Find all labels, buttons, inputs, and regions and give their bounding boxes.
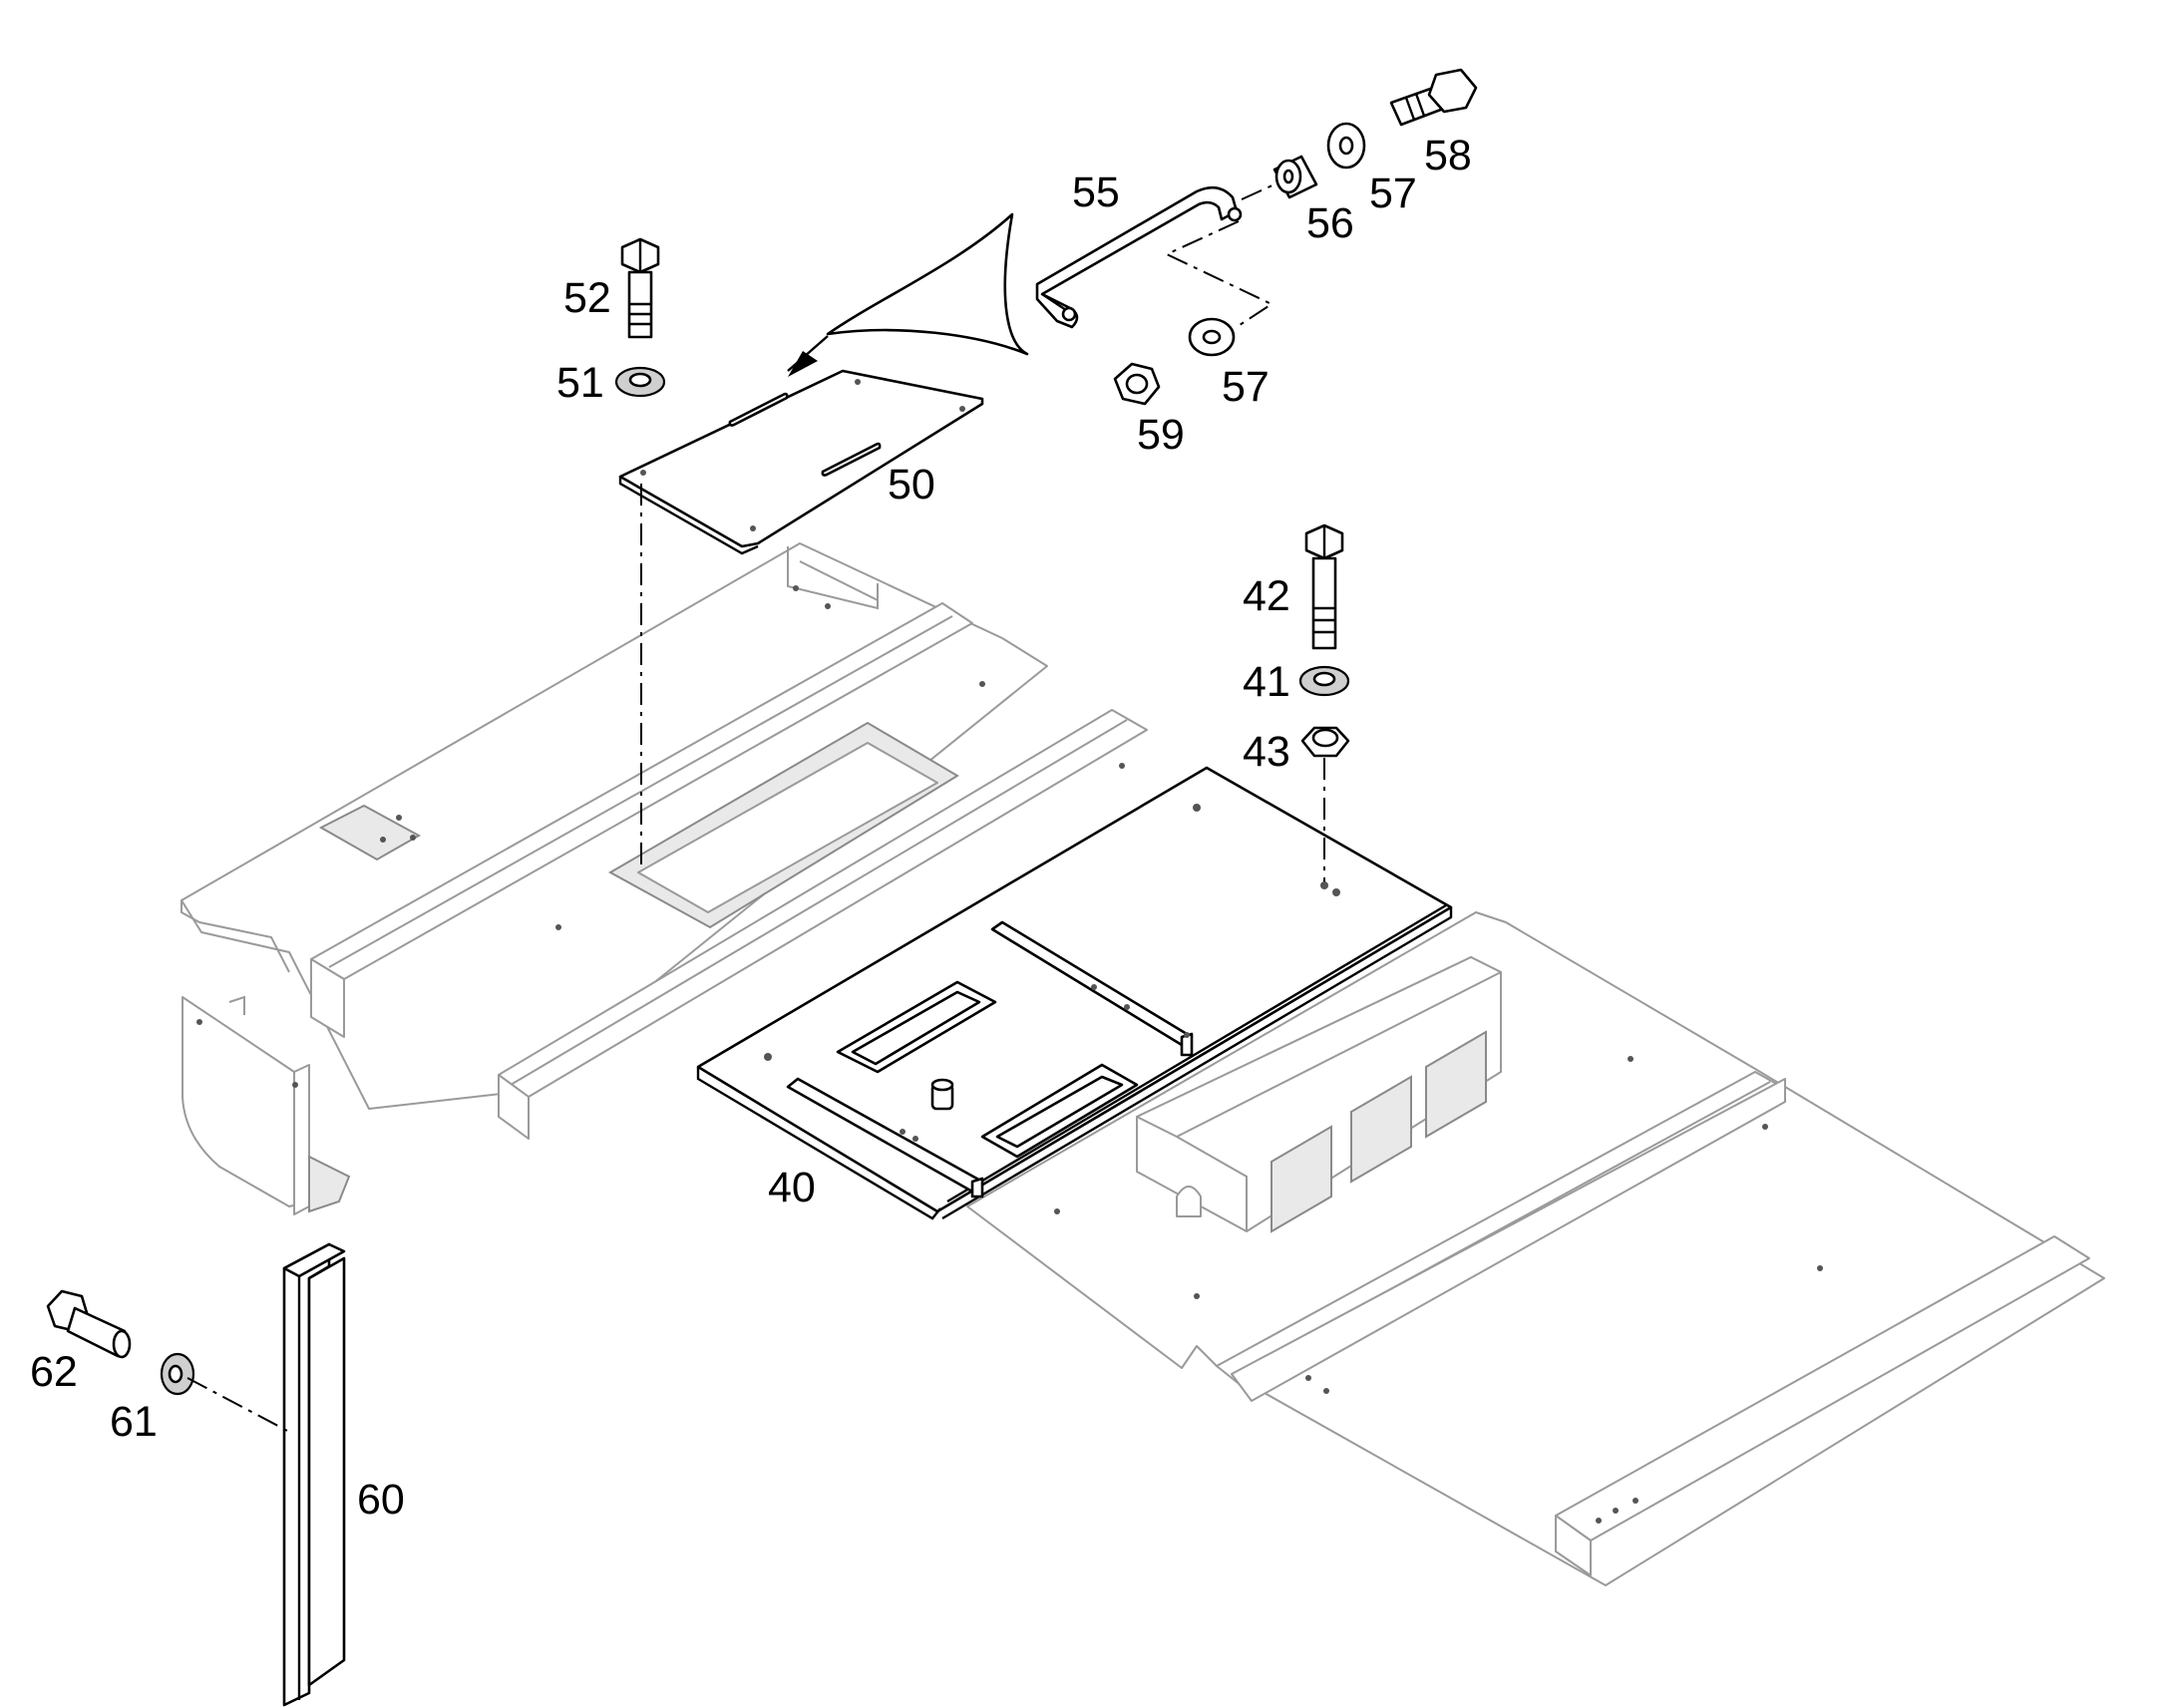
bolt-52[interactable] [620, 237, 660, 339]
floor-section-left [181, 542, 1148, 1140]
channel-axis-line [186, 1377, 292, 1434]
callout-52: 52 [563, 274, 611, 322]
washer-61[interactable] [160, 1352, 195, 1396]
callout-58: 58 [1424, 132, 1472, 179]
bolt-58[interactable] [1389, 68, 1478, 127]
washer-top[interactable] [1326, 122, 1366, 170]
leader-arrow [787, 212, 1029, 377]
nut-43[interactable] [1300, 726, 1350, 758]
callout-59: 59 [1137, 411, 1185, 459]
channel-profile[interactable] [282, 1242, 346, 1707]
bolt-42[interactable] [1304, 523, 1344, 650]
callout-50: 50 [888, 461, 935, 509]
floor-panel[interactable] [696, 766, 1453, 1220]
handle-axis-line [1164, 220, 1274, 328]
spacer-axis-line [1241, 183, 1275, 200]
callout-42: 42 [1243, 572, 1290, 620]
heater-housing [1136, 956, 1502, 1233]
callout-40: 40 [768, 1164, 816, 1211]
callout-55: 55 [1072, 169, 1120, 216]
callout-62: 62 [30, 1348, 78, 1396]
washer-lower[interactable] [1188, 317, 1236, 357]
callout-57-top: 57 [1369, 170, 1417, 217]
cover-plate[interactable] [618, 369, 984, 555]
callout-57-lower: 57 [1222, 363, 1270, 411]
washer-51[interactable] [614, 366, 666, 398]
spacer[interactable] [1272, 155, 1318, 199]
callout-41: 41 [1243, 658, 1290, 706]
side-bracket [182, 995, 351, 1215]
handle[interactable] [1035, 185, 1243, 329]
callout-51: 51 [556, 359, 604, 407]
callout-60: 60 [357, 1476, 405, 1524]
callout-56: 56 [1306, 199, 1354, 247]
nut-59[interactable] [1113, 362, 1161, 406]
washer-41[interactable] [1298, 665, 1350, 697]
callout-61: 61 [110, 1398, 158, 1446]
bolt-62[interactable] [46, 1289, 132, 1359]
callout-43: 43 [1243, 728, 1290, 776]
